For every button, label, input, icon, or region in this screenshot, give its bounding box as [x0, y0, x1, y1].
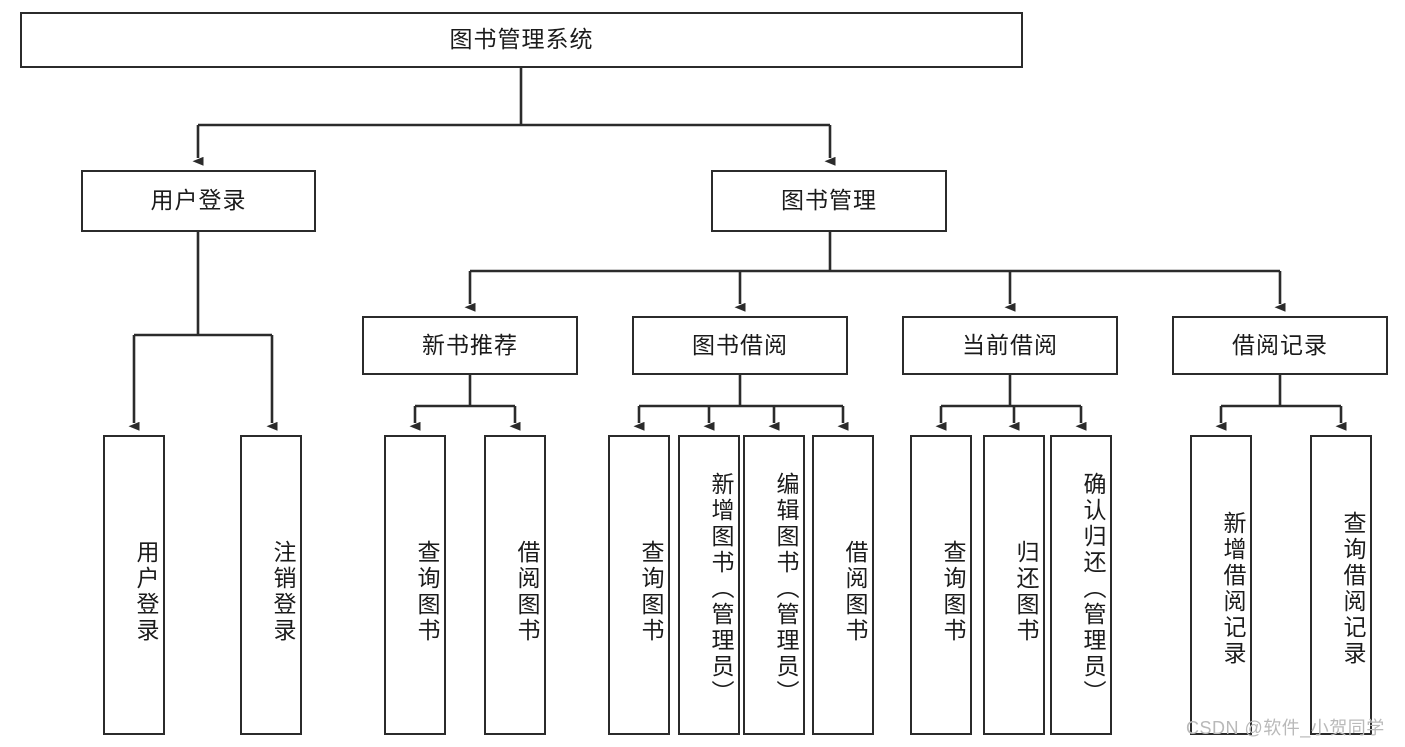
leaf-query-book-borrow[interactable]: 查询图书 [608, 435, 670, 735]
node-current-borrow[interactable]: 当前借阅 [902, 316, 1118, 375]
leaf-edit-book-admin[interactable]: 编辑图书（管理员） [743, 435, 805, 735]
leaf-logout[interactable]: 注销登录 [240, 435, 302, 735]
watermark: CSDN @软件_小贺同学 [1186, 718, 1385, 738]
node-new-book-recommend[interactable]: 新书推荐 [362, 316, 578, 375]
leaf-add-borrow-record[interactable]: 新增借阅记录 [1190, 435, 1252, 735]
node-root[interactable]: 图书管理系统 [20, 12, 1023, 68]
leaf-confirm-return-admin[interactable]: 确认归还（管理员） [1050, 435, 1112, 735]
leaf-query-book-recommend[interactable]: 查询图书 [384, 435, 446, 735]
leaf-add-book-admin[interactable]: 新增图书（管理员） [678, 435, 740, 735]
node-borrow-records[interactable]: 借阅记录 [1172, 316, 1388, 375]
leaf-return-book[interactable]: 归还图书 [983, 435, 1045, 735]
node-book-management[interactable]: 图书管理 [711, 170, 947, 232]
leaf-borrow-book[interactable]: 借阅图书 [812, 435, 874, 735]
leaf-query-book-current[interactable]: 查询图书 [910, 435, 972, 735]
leaf-query-borrow-record[interactable]: 查询借阅记录 [1310, 435, 1372, 735]
node-user-login[interactable]: 用户登录 [81, 170, 316, 232]
leaf-user-login[interactable]: 用户登录 [103, 435, 165, 735]
leaf-borrow-book-recommend[interactable]: 借阅图书 [484, 435, 546, 735]
node-book-borrow[interactable]: 图书借阅 [632, 316, 848, 375]
